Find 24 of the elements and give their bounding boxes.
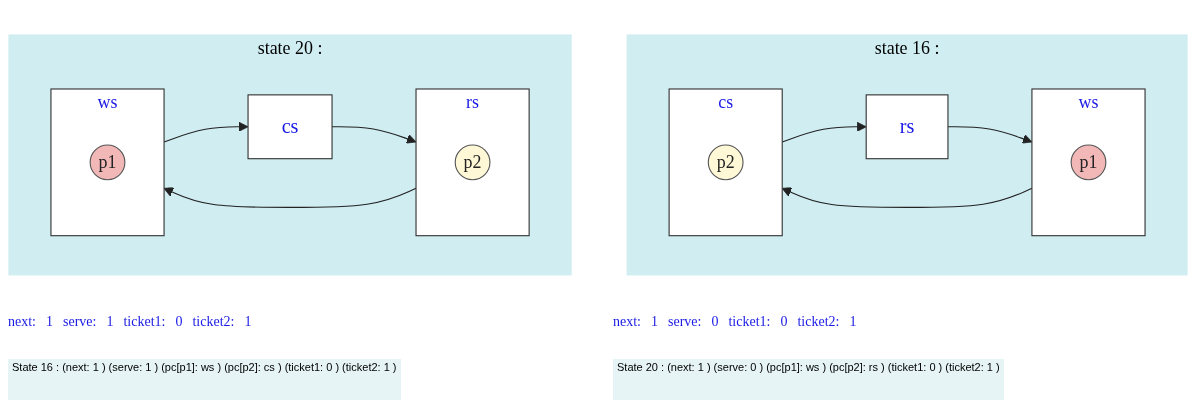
- variable-name: ticket2:: [797, 314, 840, 331]
- variable-value: 1: [244, 314, 252, 331]
- variable-name: next:: [613, 314, 641, 331]
- variable-value: 0: [175, 314, 183, 331]
- node-circle: p1: [89, 144, 126, 181]
- variable-name: next:: [8, 314, 36, 331]
- variable-name: ticket1:: [123, 314, 166, 331]
- node-box: cs: [247, 94, 333, 160]
- variable-value: 1: [849, 314, 857, 331]
- variable-name: ticket1:: [728, 314, 771, 331]
- variable-value: 1: [46, 314, 53, 331]
- node-circle: p1: [1070, 144, 1107, 181]
- variable-value: 1: [106, 314, 114, 331]
- variable-value: 0: [711, 314, 719, 331]
- node-circle: p2: [454, 144, 491, 181]
- state-caption: State 20 : (next: 1 ) (serve: 0 ) (pc[p1]: ws ) (pc[p2]: rs ) (ticket1: 0 ) (ticket2: 1 ): [613, 359, 1004, 400]
- variable-name: ticket2:: [192, 314, 235, 331]
- state-caption: State 16 : (next: 1 ) (serve: 1 ) (pc[p1]: ws ) (pc[p2]: cs ) (ticket1: 0 ) (ticket2: 1 ): [8, 359, 401, 400]
- variable-name: serve:: [668, 314, 702, 331]
- node-box: rs: [865, 94, 949, 160]
- node-circle: p2: [707, 144, 744, 181]
- variable-value: 0: [780, 314, 788, 331]
- variable-value: 1: [651, 314, 658, 331]
- variable-name: serve:: [63, 314, 97, 331]
